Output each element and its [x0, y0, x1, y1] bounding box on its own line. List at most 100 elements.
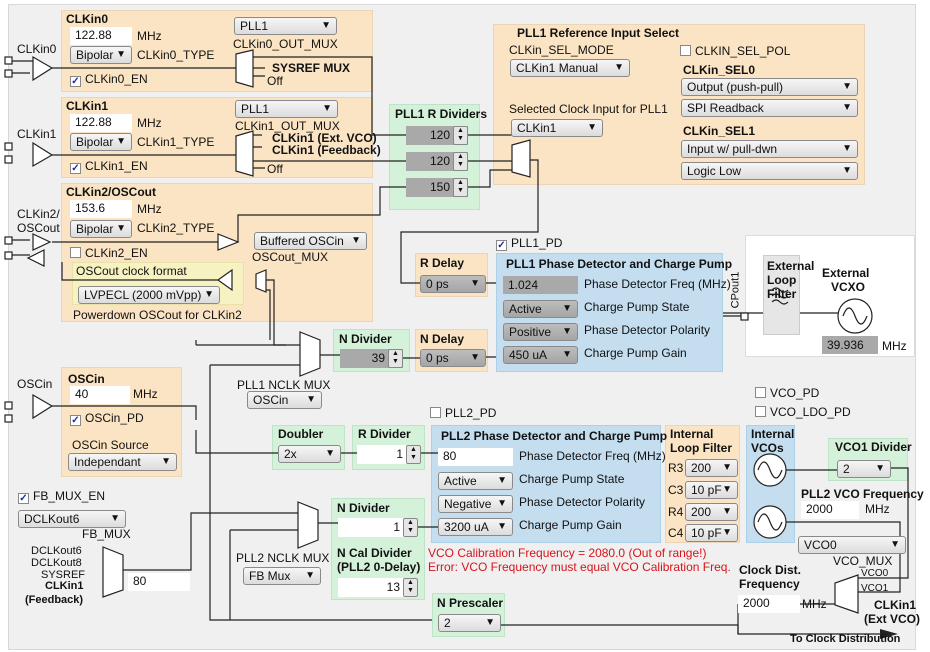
- pll2-nclk-mux-select[interactable]: FB Mux▼: [243, 567, 321, 585]
- spinner-arrows-icon[interactable]: ▲▼: [403, 578, 418, 597]
- oscin-pd-checkbox[interactable]: ✓OSCin_PD: [70, 411, 144, 426]
- clkin-sel1-mode-select[interactable]: Logic Low ▼: [681, 162, 858, 180]
- pll1-pfd-title: PLL1 Phase Detector and Charge Pump: [506, 257, 733, 271]
- clkin1-out-mux-select[interactable]: PLL1▼: [235, 100, 338, 118]
- pll1-n-divider-title: N Divider: [339, 332, 392, 346]
- clkin2-type-select[interactable]: Bipolar▼: [70, 220, 132, 238]
- oscin-source-select[interactable]: Independant▼: [68, 453, 177, 471]
- vco-ldo-pd-checkbox[interactable]: VCO_LDO_PD: [755, 405, 851, 419]
- select-value: VCO0: [804, 538, 837, 552]
- n-prescaler-select[interactable]: 2▼: [438, 614, 501, 632]
- pll2-cp-state-select[interactable]: Active▼: [438, 472, 513, 490]
- spinner-arrows-icon[interactable]: ▲▼: [403, 518, 418, 537]
- dropdown-arrow-icon: ▼: [722, 506, 732, 517]
- dropdown-arrow-icon: ▼: [562, 303, 572, 314]
- cpout1-label: CPout1: [729, 271, 742, 309]
- spinner-arrows-icon[interactable]: ▲▼: [388, 349, 403, 368]
- pll1-r-divider-0-spinner[interactable]: 120▲▼: [406, 126, 468, 145]
- pll1-polarity-select[interactable]: Positive▼: [503, 323, 578, 341]
- clkin1-feedback-output: CLKin1 (Feedback): [272, 143, 381, 157]
- pll2-pd-checkbox[interactable]: PLL2_PD: [430, 406, 496, 420]
- selected-clock-input-select[interactable]: CLKin1▼: [511, 119, 603, 137]
- pll1-pd-checkbox[interactable]: ✓PLL1_PD: [496, 236, 562, 251]
- spinner-arrows-icon[interactable]: ▲▼: [453, 152, 468, 171]
- spinner-arrows-icon[interactable]: ▲▼: [453, 126, 468, 145]
- vco-pd-checkbox[interactable]: VCO_PD: [755, 386, 819, 400]
- clkin0-type-select[interactable]: Bipolar▼: [70, 46, 132, 64]
- vco-mux-select[interactable]: VCO0▼: [798, 536, 906, 554]
- fb-mux-select[interactable]: DCLKout6▼: [18, 510, 126, 528]
- r3-select[interactable]: 200▼: [685, 459, 738, 477]
- pll2-cp-gain-select[interactable]: 3200 uA▼: [438, 518, 513, 536]
- c4-label: C4: [668, 526, 684, 540]
- select-value: CLKin1 Manual: [516, 61, 599, 75]
- clkin-sel1-type-select[interactable]: Input w/ pull-dwn▼: [681, 140, 858, 158]
- clock-dist-freq-input[interactable]: 2000: [738, 595, 800, 613]
- pll2-r-divider-spinner[interactable]: 1▲▼: [357, 445, 421, 464]
- pll2-pfd-freq-input[interactable]: 80: [438, 448, 513, 466]
- checkbox-unchecked-icon: [680, 45, 691, 56]
- checkbox-label: OSCin_PD: [85, 411, 144, 425]
- clock-dist-label-2: Frequency: [739, 577, 800, 591]
- n-cal-divider-spinner[interactable]: 13▲▼: [338, 578, 418, 597]
- pll1-r-divider-2-spinner[interactable]: 150▲▼: [406, 178, 468, 197]
- pll1-nclk-mux-select[interactable]: OSCin▼: [247, 391, 322, 409]
- clkin0-freq-input[interactable]: 122.88: [70, 27, 132, 45]
- oscout-format-label: OSCout clock format: [76, 264, 187, 278]
- pll2-polarity-select[interactable]: Negative▼: [438, 495, 513, 513]
- clkin-sel-mode-select[interactable]: CLKin1 Manual▼: [510, 59, 630, 77]
- select-value: Independant: [74, 455, 141, 469]
- doubler-select[interactable]: 2x▼: [278, 445, 341, 463]
- pll1-cp-state-label: Charge Pump State: [584, 300, 690, 314]
- spinner-arrows-icon[interactable]: ▲▼: [453, 178, 468, 197]
- pll1-cp-state-select[interactable]: Active▼: [503, 300, 578, 318]
- clkin0-en-checkbox[interactable]: ✓CLKin0_EN: [70, 72, 148, 87]
- ext-filter-label-2: Loop: [767, 273, 797, 287]
- vco1-divider-select[interactable]: 2▼: [837, 460, 891, 478]
- clkin1-ext-vco-output: CLKin1 (Ext. VCO): [272, 131, 377, 145]
- clkin-sel0-type-select[interactable]: Output (push-pull)▼: [681, 78, 858, 96]
- oscout-format-select[interactable]: LVPECL (2000 mVpp)▼: [78, 286, 220, 304]
- clkin1-freq-input[interactable]: 122.88: [70, 114, 132, 132]
- select-value: Logic Low: [687, 164, 742, 178]
- fb-mux-en-checkbox[interactable]: ✓FB_MUX_EN: [18, 489, 105, 504]
- clkin-sel-pol-checkbox[interactable]: CLKIN_SEL_POL: [680, 44, 790, 58]
- c3-select[interactable]: 10 pF▼: [685, 481, 738, 499]
- dropdown-arrow-icon: ▼: [485, 617, 495, 628]
- r-delay-select[interactable]: 0 ps▼: [420, 275, 486, 293]
- dropdown-arrow-icon: ▼: [722, 484, 732, 495]
- c4-select[interactable]: 10 pF▼: [685, 524, 738, 542]
- pll1-cp-gain-select[interactable]: 450 uA▼: [503, 346, 578, 364]
- pll2-r-divider-title: R Divider: [358, 427, 411, 441]
- select-value: Buffered OSCin: [260, 234, 344, 248]
- clkin-sel0-mode-select[interactable]: SPI Readback▼: [681, 99, 858, 117]
- clkin2-en-checkbox[interactable]: CLKin2_EN: [70, 246, 148, 260]
- pll1-r-divider-1-spinner[interactable]: 120▲▼: [406, 152, 468, 171]
- clkin0-unit: MHz: [137, 29, 162, 43]
- pll2-n-divider-spinner[interactable]: 1▲▼: [338, 518, 418, 537]
- clkin1-en-checkbox[interactable]: ✓CLKin1_EN: [70, 159, 148, 174]
- select-value: DCLKout6: [24, 512, 80, 526]
- loop-filter-title-1: Internal: [670, 427, 714, 441]
- vco1-divider-title: VCO1 Divider: [835, 440, 912, 454]
- n-delay-select[interactable]: 0 ps▼: [420, 349, 486, 367]
- pll2-vco-freq-unit: MHz: [865, 502, 890, 516]
- pll2-vco-freq-input[interactable]: 2000: [801, 501, 859, 519]
- pll1-n-divider-spinner[interactable]: 39▲▼: [340, 349, 403, 368]
- select-value: CLKin1: [517, 121, 557, 135]
- ext-filter-label-1: External: [767, 259, 815, 273]
- pll2-polarity-label: Phase Detector Polarity: [519, 495, 646, 509]
- select-value: Input w/ pull-dwn: [687, 142, 778, 156]
- oscin-freq-input[interactable]: 40: [70, 386, 130, 404]
- r4-select[interactable]: 200▼: [685, 503, 738, 521]
- clkin1-type-select[interactable]: Bipolar▼: [70, 133, 132, 151]
- clkin2-freq-input[interactable]: 153.6: [70, 200, 132, 218]
- spinner-arrows-icon[interactable]: ▲▼: [406, 445, 421, 464]
- dropdown-arrow-icon: ▼: [842, 165, 852, 176]
- fb-mux-divider-input[interactable]: 80: [128, 573, 190, 591]
- clkin1-pin-label: CLKin1: [17, 127, 57, 141]
- vcos-title-2: VCOs: [751, 441, 784, 455]
- select-value: 3200 uA: [444, 520, 489, 534]
- clkin0-out-mux-select[interactable]: PLL1▼: [234, 17, 337, 35]
- oscout-mux-select[interactable]: Buffered OSCin▼: [254, 232, 367, 250]
